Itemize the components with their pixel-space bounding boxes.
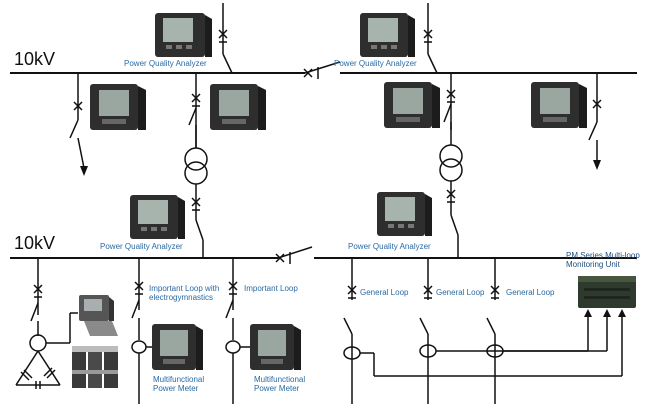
meter-device-transformer-left [210, 84, 266, 130]
top-bus-label: 10kV [14, 49, 55, 69]
label-important-loop-1-line1: Important Loop with [149, 284, 219, 293]
top-bus-tie-switch [303, 67, 319, 79]
meter-device-transformer-right [384, 82, 440, 128]
incoming-feeder-right [423, 3, 438, 74]
analyzer-device-mid-left [130, 195, 185, 239]
label-general-loop-2: General Loop [436, 288, 485, 297]
label-meter-1-line2: Power Meter [153, 384, 199, 393]
label-meter-2-line1: Multifunctional [254, 375, 305, 384]
power-meter-device-1 [152, 324, 203, 370]
label-pqa-mid-left: Power Quality Analyzer [100, 242, 183, 251]
general-loop-1 [343, 258, 622, 404]
label-important-loop-1-line2: electrogymnastics [149, 293, 213, 302]
bottom-bus-tie-switch [275, 252, 291, 264]
meter-device-feeder-right [531, 82, 587, 128]
transformer-branch-left [184, 73, 208, 258]
power-meter-device-2 [250, 324, 301, 370]
label-pqa-top-right: Power Quality Analyzer [334, 59, 417, 68]
label-meter-2-line2: Power Meter [254, 384, 300, 393]
capacitor-bank-device [72, 346, 118, 388]
analyzer-device-top-left [155, 13, 212, 57]
transformer-branch-right [439, 73, 463, 258]
pm-monitoring-unit-device [578, 276, 636, 308]
incoming-feeder-left [218, 3, 233, 74]
meter-device-feeder-left [90, 84, 146, 130]
capacitor-loop [15, 258, 78, 389]
important-loop-2 [225, 258, 250, 404]
analyzer-device-top-right [360, 13, 415, 57]
outgoing-feeder-top-right [588, 73, 602, 170]
outgoing-feeder-top-left [69, 73, 88, 176]
bottom-bus-label: 10kV [14, 233, 55, 253]
label-meter-1-line1: Multifunctional [153, 375, 204, 384]
label-pm-unit-line1: PM Series Multi-loop [566, 251, 640, 260]
monitoring-wires [603, 309, 626, 376]
label-important-loop-2: Important Loop [244, 284, 298, 293]
analyzer-device-mid-right [377, 192, 432, 236]
important-loop-1 [131, 258, 152, 404]
general-loop-3 [486, 258, 592, 404]
label-pqa-mid-right: Power Quality Analyzer [348, 242, 431, 251]
top-busbar [10, 61, 637, 74]
capacitor-controller-device [79, 295, 118, 336]
label-pm-unit-line2: Monitoring Unit [566, 260, 621, 269]
label-pqa-top-left: Power Quality Analyzer [124, 59, 207, 68]
label-general-loop-3: General Loop [506, 288, 555, 297]
label-general-loop-1: General Loop [360, 288, 409, 297]
